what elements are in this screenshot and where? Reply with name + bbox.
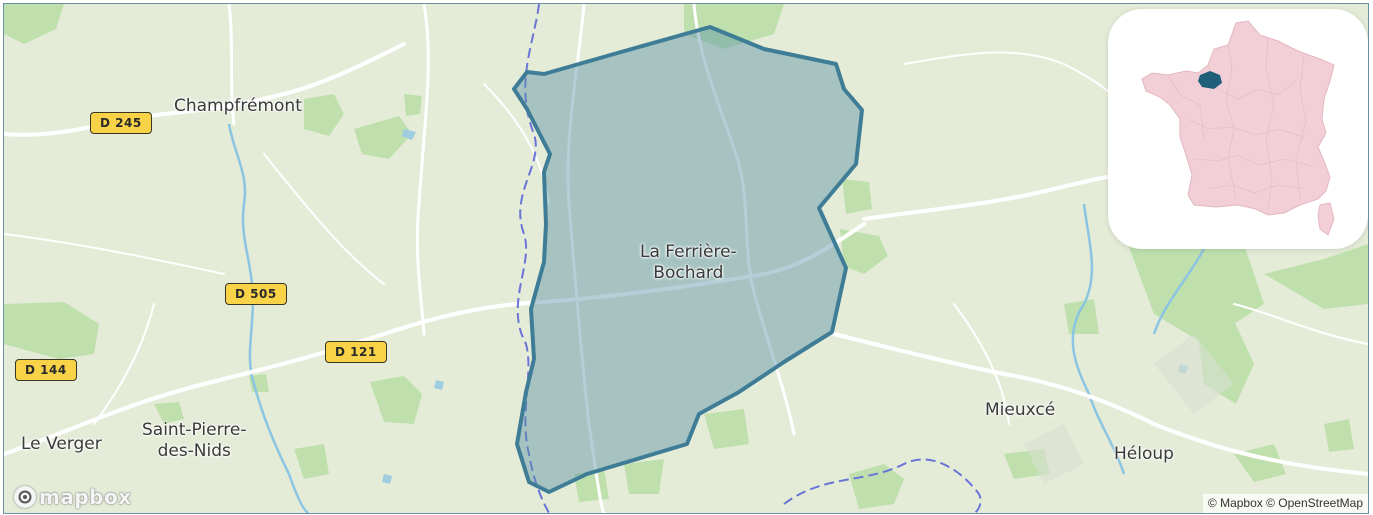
mapbox-logo-icon	[14, 486, 36, 508]
place-label-le-verger: Le Verger	[21, 434, 102, 454]
roads	[4, 4, 1368, 513]
corsica-shape	[1317, 202, 1335, 236]
place-label-heloup: Héloup	[1114, 444, 1174, 464]
inset-locator-map	[1108, 9, 1368, 249]
road-shield-d121: D 121	[325, 341, 387, 363]
place-label-mieuxce: Mieuxcé	[985, 400, 1056, 420]
place-label-la-ferriere-line2: Bochard	[653, 263, 724, 283]
place-label-saint-pierre-line2: des-Nids	[157, 441, 231, 461]
forest-areas	[4, 4, 1368, 509]
admin-boundaries	[516, 4, 982, 513]
place-label-champfremont: Champfrémont	[174, 96, 302, 116]
place-label-saint-pierre-des-nids: Saint-Pierre- des-Nids	[142, 420, 246, 462]
department-lines	[1167, 38, 1315, 210]
mapbox-logo-text: mapbox	[39, 485, 132, 509]
place-label-la-ferriere-bochard: La Ferrière- Bochard	[640, 242, 737, 284]
commune-highlight[interactable]	[512, 25, 864, 494]
france-outline-map	[1141, 20, 1335, 236]
map-attribution[interactable]: © Mapbox © OpenStreetMap	[1202, 494, 1368, 513]
map-base-layer	[4, 4, 1368, 513]
place-label-saint-pierre-line1: Saint-Pierre-	[142, 420, 247, 440]
watermark-shapes	[1024, 334, 1234, 484]
commune-location-marker	[1198, 71, 1222, 89]
road-shield-d505: D 505	[225, 283, 287, 305]
map-canvas[interactable]: Champfrémont La Ferrière- Bochard Saint-…	[3, 3, 1369, 514]
mapbox-logo[interactable]: mapbox	[14, 484, 132, 510]
road-shield-d245: D 245	[90, 112, 152, 134]
place-label-la-ferriere-line1: La Ferrière-	[640, 242, 737, 262]
rivers	[227, 123, 1206, 513]
france-country-shape	[1141, 20, 1335, 216]
road-shield-d144: D 144	[15, 359, 77, 381]
